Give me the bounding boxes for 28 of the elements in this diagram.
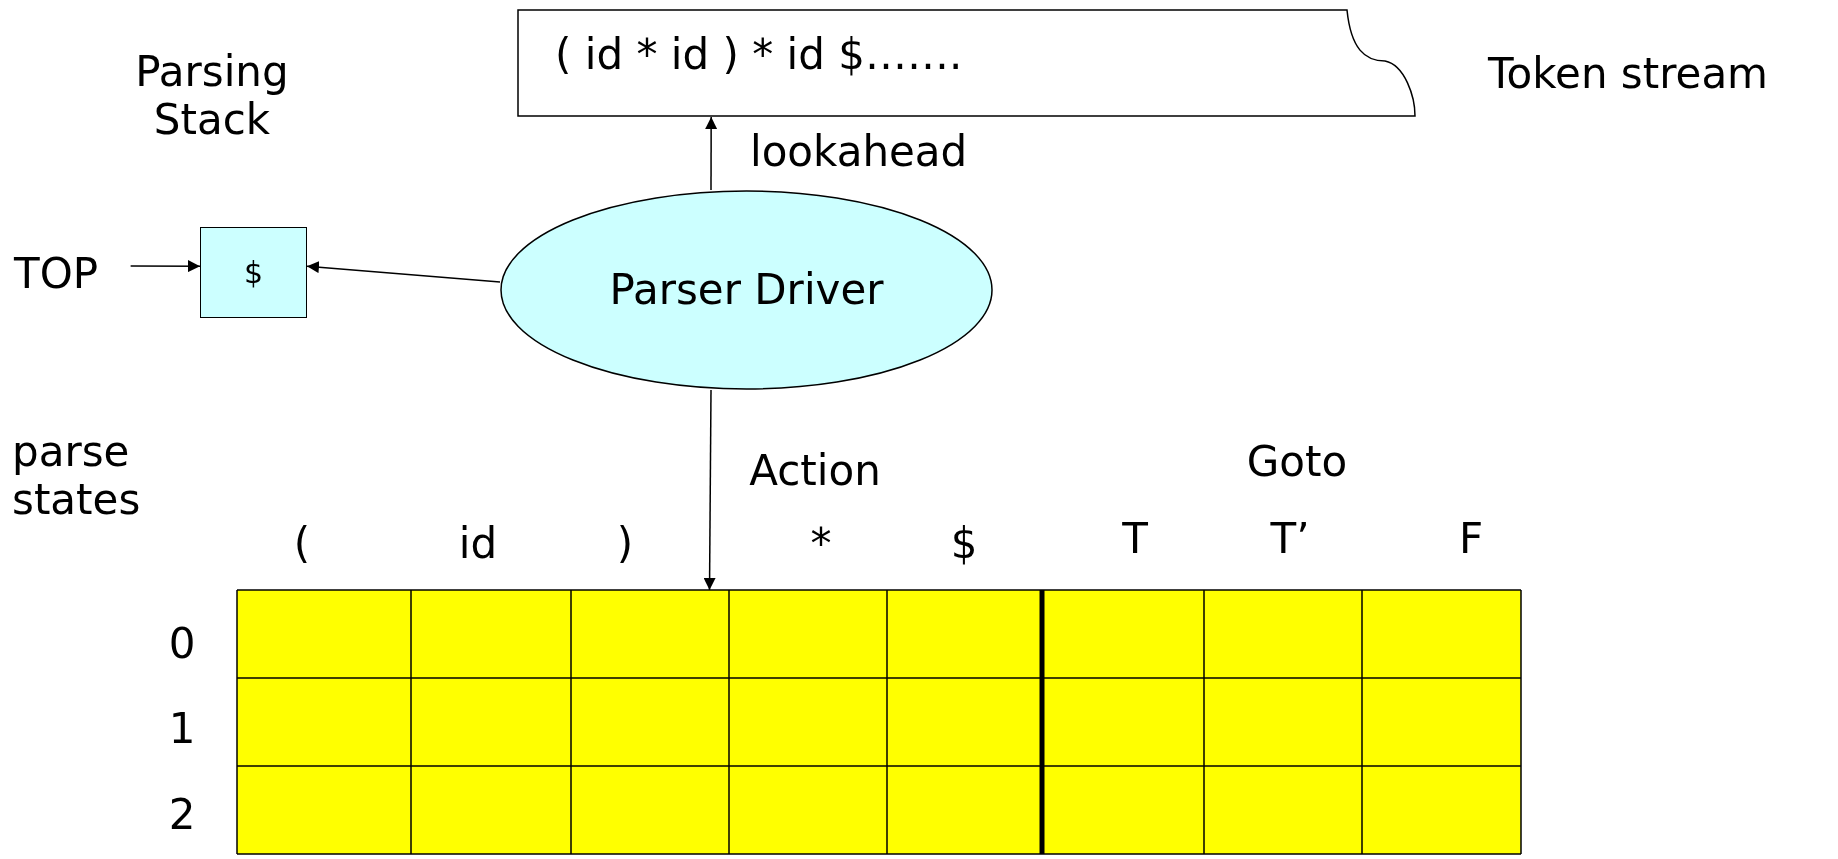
column-header: id	[458, 520, 498, 569]
group-heading: Goto	[1246, 438, 1348, 487]
row-number: 2	[168, 791, 196, 840]
node-label: $	[243, 255, 264, 290]
arrow	[703, 389, 716, 591]
node-label: Parser Driver	[609, 265, 884, 315]
node-caption: Token stream	[1488, 50, 1769, 99]
arrow	[306, 261, 501, 283]
column-header: T	[1122, 515, 1148, 564]
node-caption: Parsing Stack	[134, 48, 290, 145]
node-label: ( id * id ) * id $…….	[555, 31, 963, 80]
column-header: F	[1458, 515, 1484, 564]
row-number: 0	[168, 620, 196, 669]
column-header: T’	[1270, 515, 1310, 564]
column-header: *	[810, 520, 832, 569]
arrow	[129, 260, 201, 273]
arrow	[705, 116, 718, 191]
column-header: (	[293, 520, 311, 569]
stack-cell	[200, 227, 307, 318]
token-stream-tape	[517, 9, 1416, 117]
column-header: )	[616, 520, 634, 569]
group-heading: Action	[749, 447, 881, 496]
process-ellipse	[500, 190, 993, 390]
parse-table	[237, 590, 1521, 854]
axis-title: parse states	[12, 428, 142, 525]
stack-pointer-label: TOP	[14, 250, 99, 299]
column-header: $	[950, 520, 978, 569]
row-number: 1	[168, 705, 196, 754]
